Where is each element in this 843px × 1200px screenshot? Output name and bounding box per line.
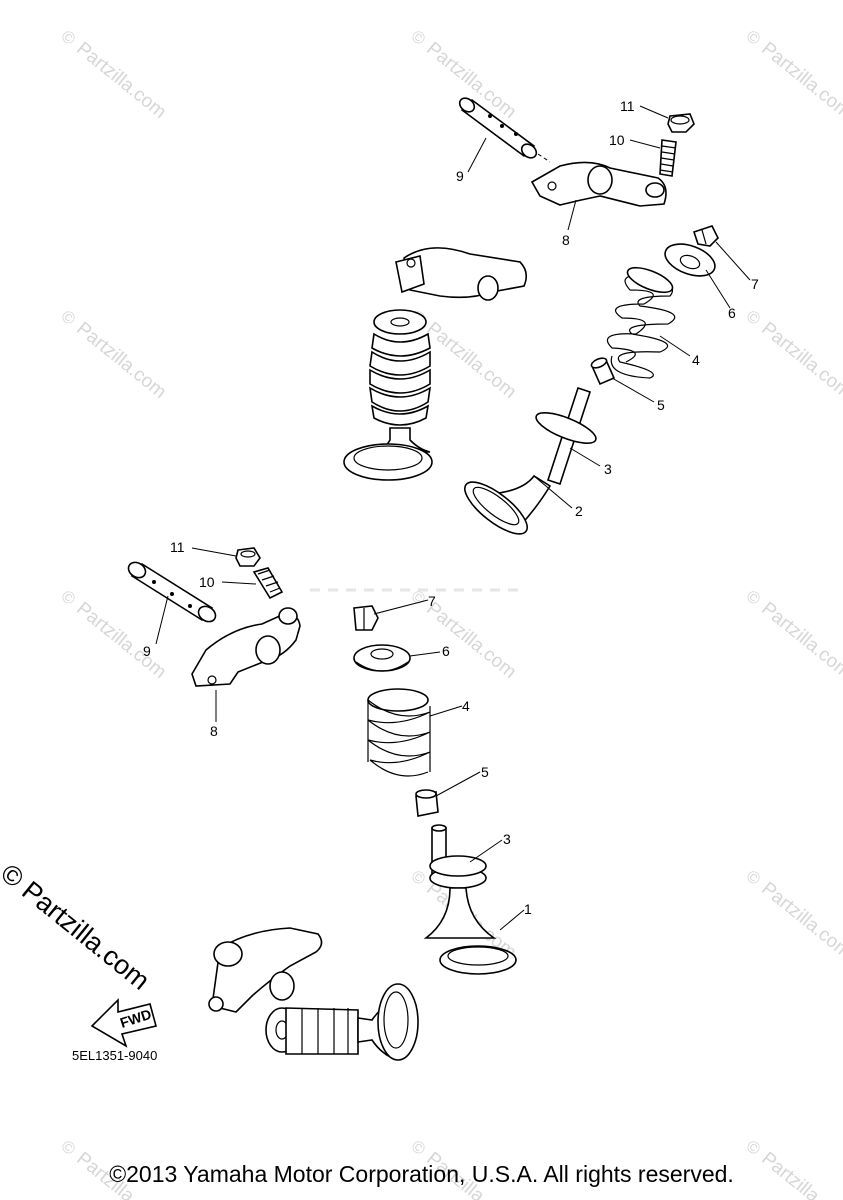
valve-stem-seal-upper bbox=[590, 357, 616, 386]
callout-11: 11 bbox=[620, 98, 635, 114]
rocker-arm-lower bbox=[191, 607, 301, 687]
watermark-symbol: © bbox=[742, 1136, 764, 1159]
watermark-text: Partzilla.com bbox=[72, 318, 170, 403]
callout-5: 5 bbox=[481, 764, 489, 780]
leader-lines-upper bbox=[467, 105, 751, 509]
watermark-text: Partzilla.com bbox=[72, 598, 170, 683]
callout-8: 8 bbox=[210, 723, 218, 739]
valve-stem-seal-lower bbox=[415, 789, 439, 817]
watermark-text: Partzilla.com bbox=[72, 38, 170, 123]
callout-4: 4 bbox=[462, 698, 470, 714]
watermark-symbol: © bbox=[407, 26, 429, 49]
watermark-symbol: © bbox=[57, 306, 79, 329]
callout-10: 10 bbox=[199, 574, 215, 590]
callout-6: 6 bbox=[442, 643, 450, 659]
valve-collet-lower bbox=[353, 605, 379, 631]
rocker-arm-assembled-upper bbox=[395, 247, 528, 301]
rocker-arm-assembled-lower bbox=[208, 927, 323, 1013]
watermark-layer: ©Partzilla.com ©Partzilla.com ©Partzilla… bbox=[57, 26, 843, 1200]
watermark-symbol: © bbox=[57, 26, 79, 49]
leader-lines-lower bbox=[155, 547, 525, 931]
watermark-text: Partzilla.com bbox=[757, 318, 843, 403]
watermark-symbol: © bbox=[742, 306, 764, 329]
lock-nut-upper bbox=[667, 113, 695, 133]
copyright-notice: ©2013 Yamaha Motor Corporation, U.S.A. A… bbox=[109, 1161, 734, 1187]
watermark-symbol: © bbox=[57, 586, 79, 609]
rocker-shaft-lower bbox=[127, 561, 217, 623]
callout-6: 6 bbox=[728, 305, 736, 321]
watermark-symbol: © bbox=[742, 866, 764, 889]
valve-spring-lower bbox=[367, 688, 431, 777]
watermark-text: Partzilla.com bbox=[422, 598, 520, 683]
valve-spring-assembled-upper bbox=[343, 309, 433, 481]
valve-collet-upper bbox=[692, 225, 719, 247]
rocker-shaft-upper bbox=[458, 97, 551, 163]
diagram-code: 5EL1351-9040 bbox=[72, 1048, 158, 1063]
callout-5: 5 bbox=[657, 397, 665, 413]
watermark-text: Partzilla.com bbox=[757, 598, 843, 683]
callout-3: 3 bbox=[503, 831, 511, 847]
callout-8: 8 bbox=[562, 232, 570, 248]
valve-upper bbox=[464, 386, 597, 535]
watermark-text: Partzilla.com bbox=[757, 878, 843, 963]
rocker-arm-upper bbox=[530, 161, 667, 207]
watermark-symbol: © bbox=[57, 1136, 79, 1159]
callout-2: 2 bbox=[575, 503, 583, 519]
watermark-symbol: © bbox=[407, 866, 429, 889]
callout-7: 7 bbox=[428, 593, 436, 609]
adjuster-screw-lower bbox=[252, 567, 284, 600]
valve-spring-upper bbox=[606, 266, 676, 379]
callout-9: 9 bbox=[456, 168, 464, 184]
callouts-upper: 11 10 9 8 7 6 4 5 3 2 bbox=[456, 98, 759, 519]
valve-spring-assembled-lower bbox=[265, 983, 419, 1061]
callout-9: 9 bbox=[143, 643, 151, 659]
valve-lower bbox=[423, 824, 517, 975]
callout-1: 1 bbox=[524, 901, 532, 917]
spring-retainer-upper bbox=[664, 243, 716, 277]
callout-10: 10 bbox=[609, 132, 625, 148]
watermark-text: Partzilla.com bbox=[422, 318, 520, 403]
callouts-lower: 11 10 7 9 6 8 4 5 3 1 bbox=[143, 539, 532, 917]
callout-3: 3 bbox=[604, 461, 612, 477]
watermark-text: Partzilla.com bbox=[757, 38, 843, 123]
callout-11: 11 bbox=[170, 539, 185, 555]
watermark-symbol: © bbox=[742, 586, 764, 609]
spring-retainer-lower bbox=[353, 644, 411, 672]
fwd-arrow-icon: FWD bbox=[90, 998, 157, 1048]
callout-4: 4 bbox=[692, 352, 700, 368]
adjuster-screw-upper bbox=[659, 139, 677, 177]
lock-nut-lower bbox=[235, 547, 261, 567]
callout-7: 7 bbox=[751, 276, 759, 292]
watermark-symbol: © bbox=[742, 26, 764, 49]
watermark-symbol: © bbox=[407, 1136, 429, 1159]
